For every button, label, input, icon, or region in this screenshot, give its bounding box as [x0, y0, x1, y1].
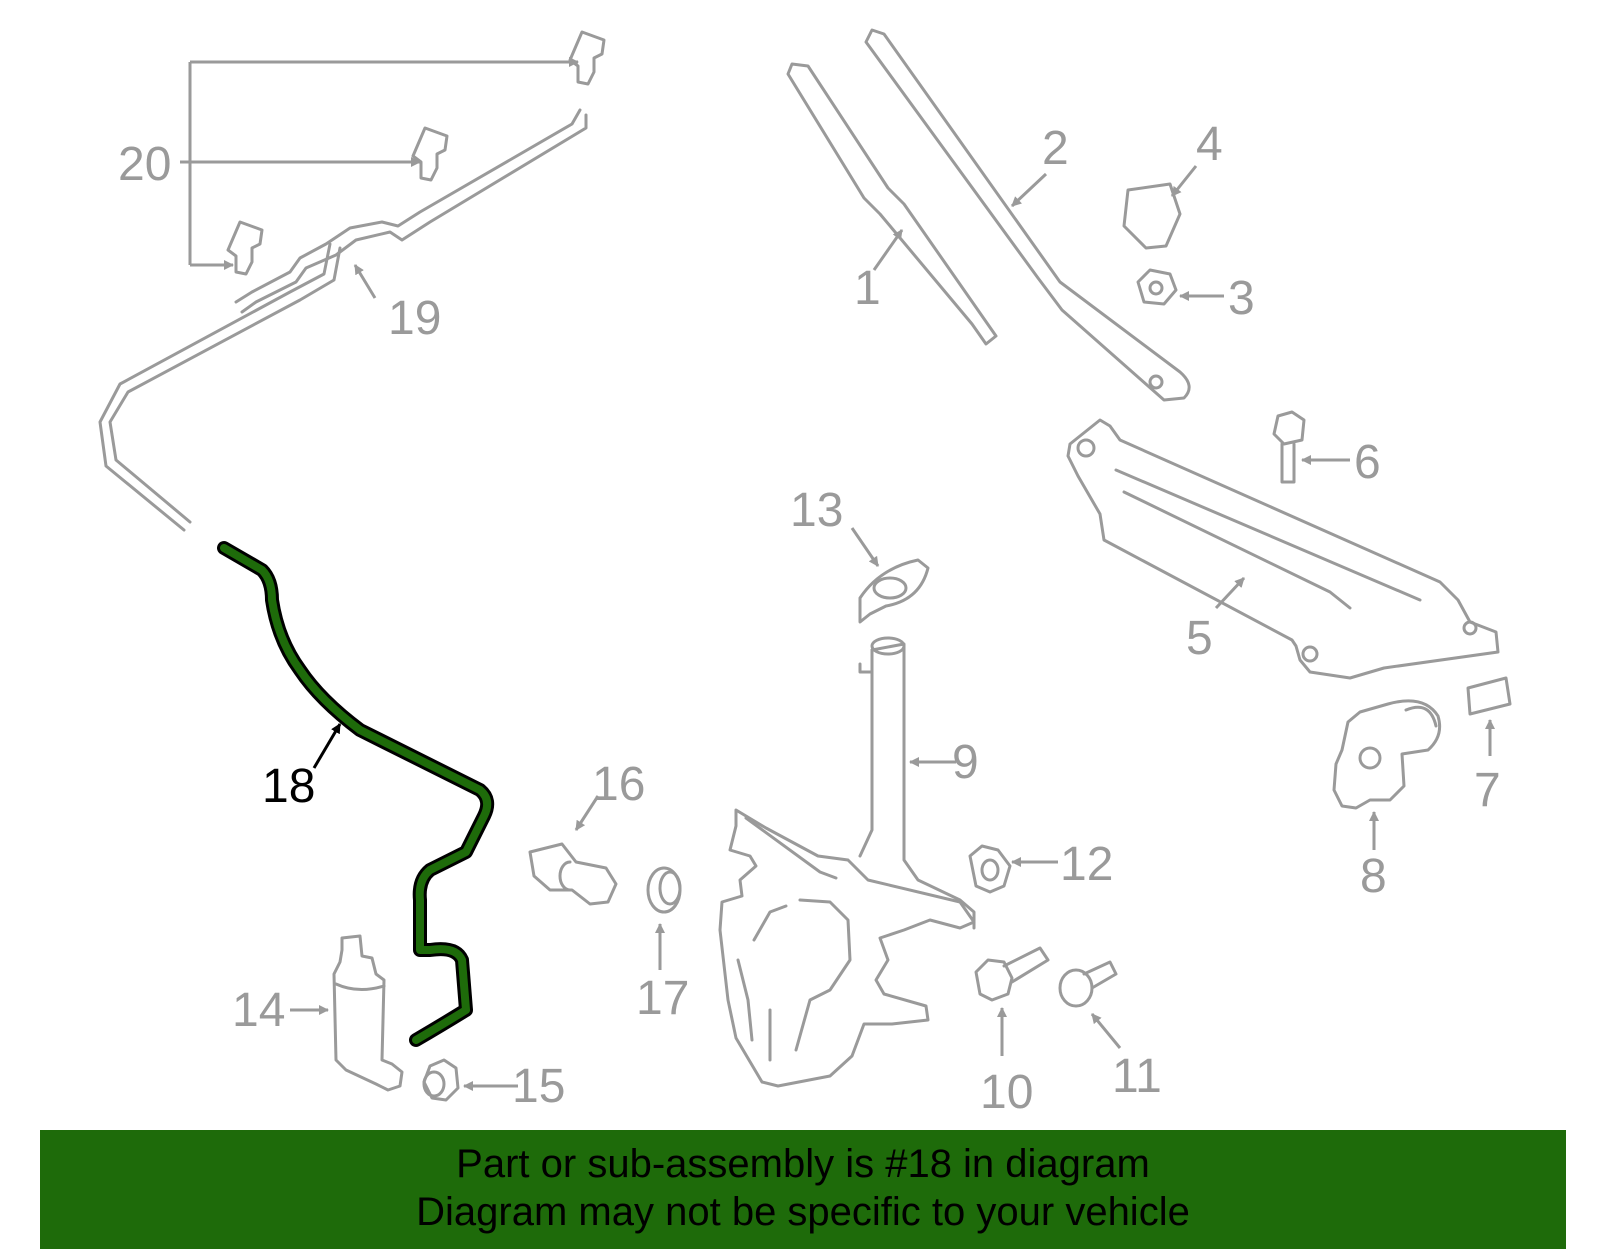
info-banner: Part or sub-assembly is #18 in diagram D… — [40, 1130, 1566, 1249]
part-18-washer-hose — [217, 541, 495, 1047]
part-18-hose-fill — [220, 544, 492, 1044]
callout-2: 2 — [1042, 122, 1069, 175]
part-10-bolt — [974, 946, 1050, 1056]
callout-6: 6 — [1354, 436, 1381, 489]
part-3-nut — [1136, 268, 1224, 306]
callout-7: 7 — [1474, 764, 1501, 817]
callout-11: 11 — [1112, 1050, 1162, 1103]
callout-17: 17 — [636, 972, 689, 1025]
part-17-o-ring — [646, 866, 682, 970]
callout-13: 13 — [790, 484, 843, 537]
part-15-grommet — [422, 1058, 518, 1102]
part-1-wiper-blade — [786, 62, 998, 346]
part-11-push-pin — [1058, 960, 1122, 1049]
callout-3: 3 — [1228, 272, 1255, 325]
callout-10: 10 — [980, 1066, 1033, 1119]
callout-9: 9 — [952, 736, 979, 789]
callout-12: 12 — [1060, 838, 1113, 891]
part-14-washer-pump — [290, 934, 404, 1092]
callout-1: 1 — [854, 262, 881, 315]
callout-5: 5 — [1186, 612, 1213, 665]
part-8-wiper-motor — [1332, 699, 1442, 850]
callout-16: 16 — [592, 758, 645, 811]
part-2-wiper-arm — [864, 28, 1191, 402]
washer-reservoir — [718, 808, 976, 1088]
part-9-filler-neck — [858, 636, 976, 930]
callout-8: 8 — [1360, 850, 1387, 903]
part-16-pump-grommet — [528, 795, 618, 906]
callout-4: 4 — [1196, 118, 1223, 171]
part-5-wiper-linkage — [1066, 418, 1500, 680]
part-4-arm-cap — [1122, 165, 1198, 250]
part-7-rubber-bumper — [1466, 676, 1512, 756]
part-6-bolt — [1272, 410, 1350, 484]
banner-line-disclaimer: Diagram may not be specific to your vehi… — [416, 1190, 1190, 1234]
callout-14: 14 — [232, 984, 285, 1037]
part-12-clip — [968, 844, 1058, 894]
callout-19: 19 — [388, 292, 441, 345]
callout-18: 18 — [262, 760, 315, 813]
part-13-filler-seal — [850, 527, 930, 624]
callout-20: 20 — [118, 138, 171, 191]
part-19-washer-hose-upper — [98, 108, 588, 532]
part-20-washer-nozzles — [180, 30, 606, 276]
callout-15: 15 — [512, 1060, 565, 1113]
banner-line-part-number: Part or sub-assembly is #18 in diagram — [456, 1142, 1150, 1186]
